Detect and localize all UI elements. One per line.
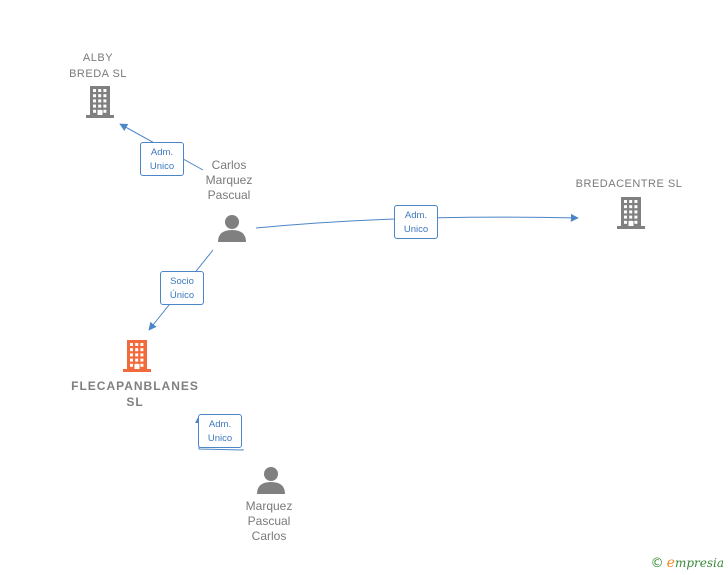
- node-label-line: FLECAPANBLANES: [71, 379, 199, 393]
- node-label-line: BREDACENTRE SL: [575, 178, 683, 190]
- node-label-flecapanblanes[interactable]: FLECAPANBLANES SL: [60, 378, 210, 410]
- edge-label-e4: Adm. Unico: [198, 414, 242, 448]
- node-label-line: Pascual: [247, 514, 291, 528]
- brand-name: mpresia: [674, 556, 724, 570]
- node-label-line: BREDA SL: [69, 68, 127, 80]
- brand-initial: e: [666, 555, 675, 571]
- node-label-line: Carlos: [251, 529, 287, 543]
- building-icon-flecapanblanes[interactable]: [123, 340, 151, 372]
- edge-label-e1: Adm. Unico: [140, 142, 184, 176]
- building-icon-alby[interactable]: [86, 86, 114, 118]
- edge-label-line: Unico: [149, 161, 175, 172]
- building-icon-bredacentre[interactable]: [617, 197, 645, 229]
- nodes-layer: [86, 86, 645, 494]
- node-label-line: SL: [126, 395, 144, 409]
- node-label-line: Marquez: [245, 499, 293, 513]
- edge-label-e2: Adm. Unico: [394, 205, 438, 239]
- empresia-logo: ©empresia: [651, 555, 724, 571]
- edge-label-line: Socio: [170, 276, 194, 287]
- edge-label-line: Adm.: [208, 419, 232, 430]
- node-label-alby[interactable]: ALBY BREDA SL: [43, 50, 153, 82]
- person-icon-carlos[interactable]: [218, 215, 246, 242]
- edge-label-line: Adm.: [150, 147, 174, 158]
- node-label-line: ALBY: [82, 52, 114, 64]
- copyright-symbol: ©: [650, 556, 664, 571]
- edge-label-line: Adm.: [404, 210, 428, 221]
- node-label-bredacentre[interactable]: BREDACENTRE SL: [564, 176, 694, 192]
- node-label-line: Marquez: [205, 173, 253, 187]
- edge-label-line: Unico: [403, 224, 429, 235]
- node-label-line: Pascual: [207, 188, 251, 202]
- person-icon-marquez[interactable]: [257, 467, 285, 494]
- edge-label-line: Único: [169, 290, 195, 301]
- edge-label-line: Unico: [207, 433, 233, 444]
- node-label-line: Carlos: [211, 158, 247, 172]
